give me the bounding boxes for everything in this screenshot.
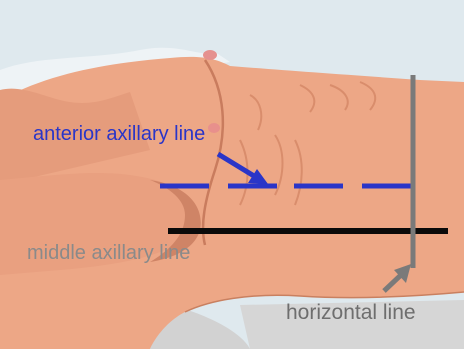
middle-axillary-line-label: middle axillary line <box>27 243 190 263</box>
areola <box>208 123 220 133</box>
anterior-axillary-line-label: anterior axillary line <box>33 124 205 144</box>
nipple <box>203 50 217 60</box>
horizontal-line-label: horizontal line <box>286 302 416 323</box>
